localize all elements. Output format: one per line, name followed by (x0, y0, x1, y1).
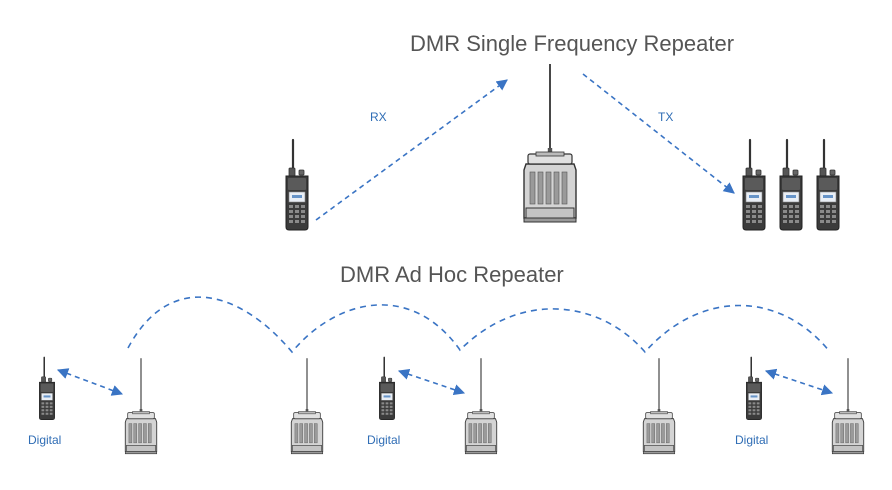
adhoc-handheld-radio-icon-1 (38, 356, 56, 421)
adhoc-wave-link (127, 296, 831, 354)
top-title: DMR Single Frequency Repeater (410, 31, 735, 56)
digital-link-arrow-3 (764, 368, 834, 396)
rx-link-arrow (315, 79, 508, 221)
target-handheld-radio-icon-2 (778, 138, 804, 232)
adhoc-repeater-icon-1 (124, 357, 158, 455)
digital-label-1: Digital (28, 433, 62, 447)
adhoc-repeater-icon-3 (464, 357, 498, 455)
adhoc-handheld-radio-icon-3 (745, 356, 763, 421)
adhoc-repeater-icon-4 (642, 357, 676, 455)
digital-label-2: Digital (367, 433, 401, 447)
adhoc-repeater-icon-2 (290, 357, 324, 455)
tx-label: TX (658, 110, 674, 124)
target-handheld-radio-icon-1 (741, 138, 767, 232)
adhoc-handheld-radio-icon-2 (378, 356, 396, 421)
digital-link-arrow-2 (397, 368, 466, 396)
rx-label: RX (370, 110, 387, 124)
bottom-title: DMR Ad Hoc Repeater (340, 262, 564, 287)
target-handheld-radio-icon-3 (815, 138, 841, 232)
main-repeater-icon (523, 63, 577, 223)
digital-link-arrow-1 (56, 368, 124, 396)
source-handheld-radio-icon (284, 138, 310, 232)
tx-link-arrow (582, 73, 735, 194)
adhoc-repeater-icon-5 (831, 357, 865, 455)
digital-label-3: Digital (735, 433, 769, 447)
